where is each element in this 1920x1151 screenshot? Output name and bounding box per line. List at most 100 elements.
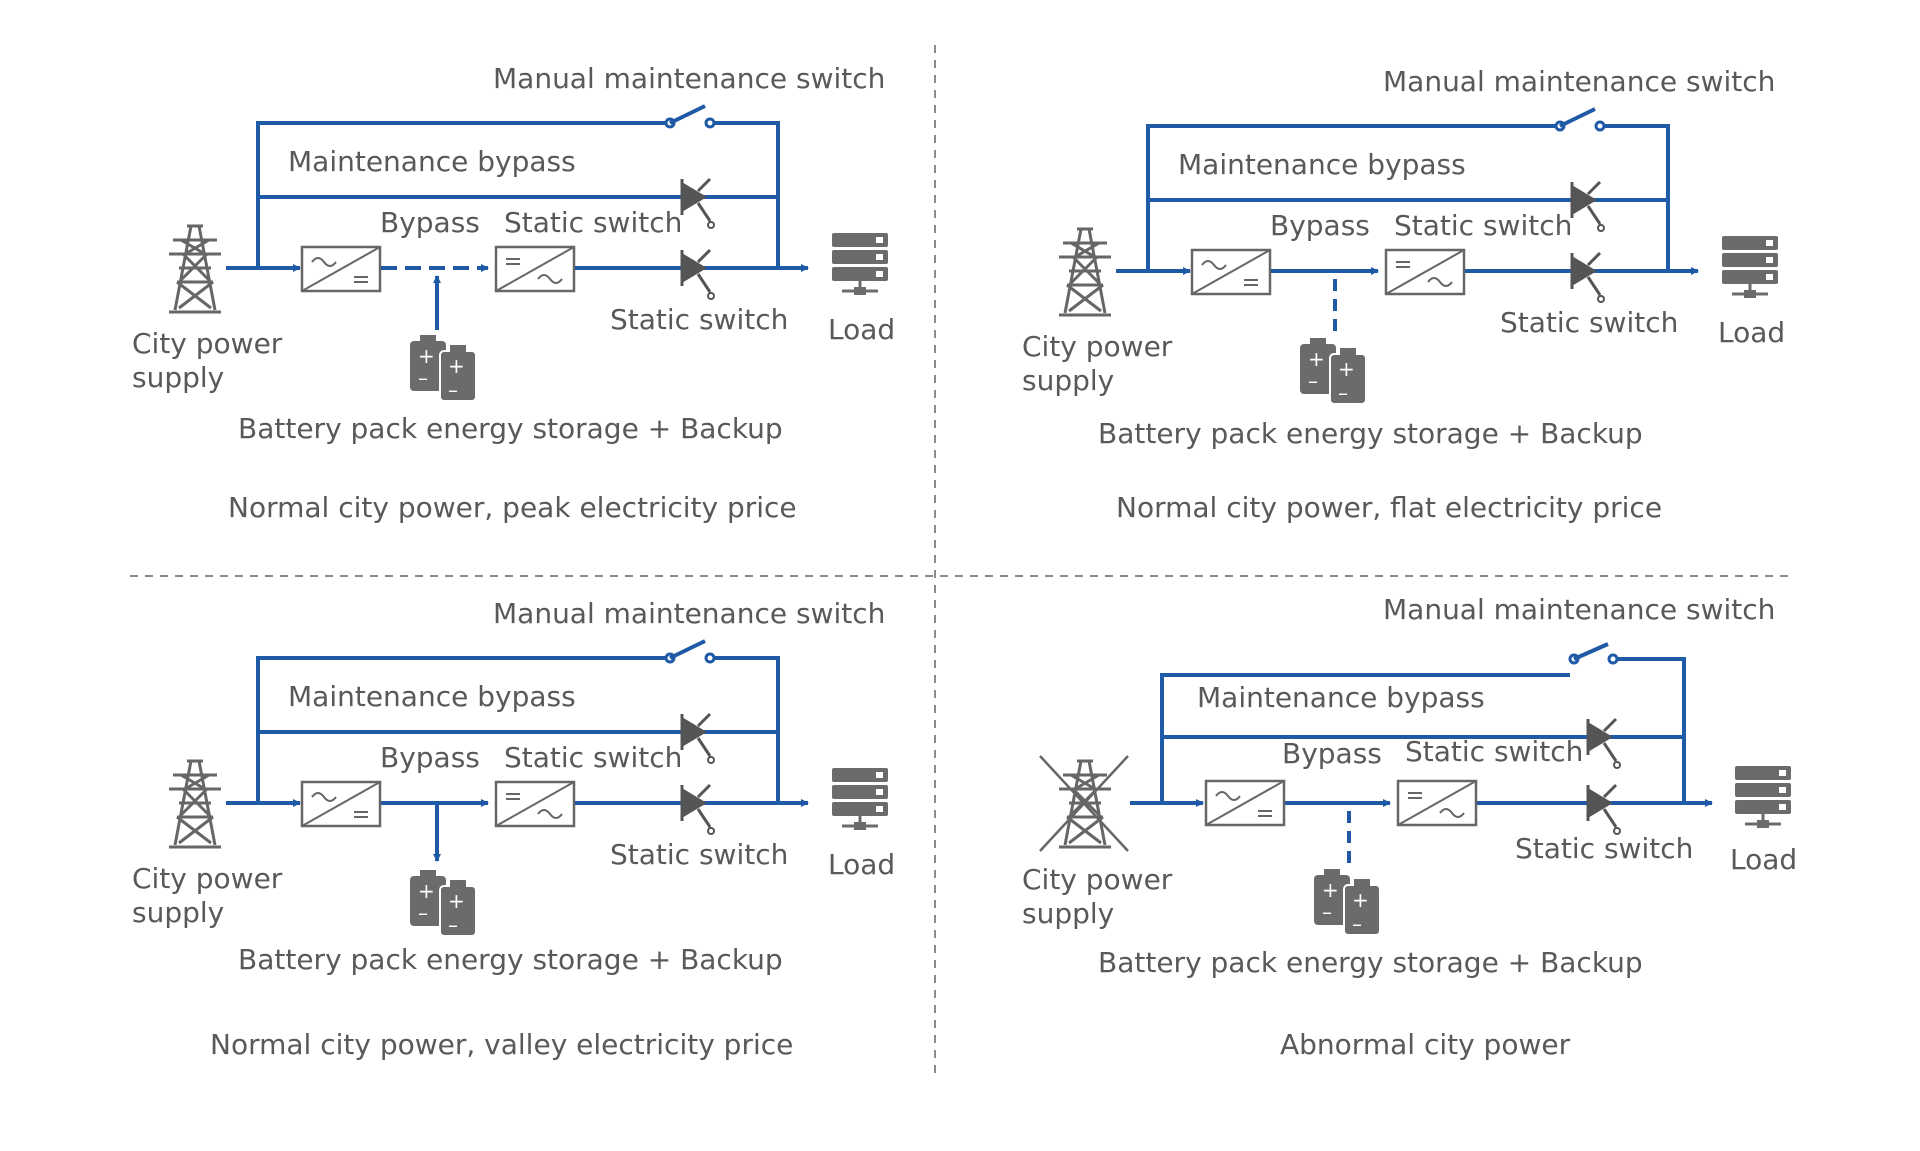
server-rack-icon — [832, 233, 888, 295]
bypass-label: Bypass — [1282, 737, 1382, 770]
pylon-icon — [169, 224, 221, 314]
battery-label: Battery pack energy storage + Backup — [238, 412, 783, 445]
panel-caption: Normal city power, valley electricity pr… — [210, 1028, 793, 1061]
switch-icon — [664, 104, 716, 129]
battery-icon: + + – – — [410, 870, 477, 937]
maintenance-bypass-label: Maintenance bypass — [1197, 681, 1485, 714]
converter-icon — [494, 780, 576, 828]
manual-switch-label: Manual maintenance switch — [493, 597, 885, 630]
manual-bypass-wire — [256, 656, 665, 803]
switch-icon — [1568, 642, 1619, 665]
manual-bypass-return — [1617, 657, 1686, 803]
thyristor-icon — [680, 177, 715, 229]
svg-text:+: + — [1308, 347, 1325, 371]
svg-text:–: – — [1322, 900, 1332, 924]
load-label: Load — [828, 313, 895, 346]
svg-text:+: + — [418, 879, 435, 903]
converter-icon — [494, 245, 576, 293]
converter-icon — [300, 245, 382, 293]
svg-text:–: – — [448, 378, 458, 402]
battery-label: Battery pack energy storage + Backup — [1098, 417, 1643, 450]
battery-icon: + + – – — [410, 335, 477, 402]
manual-bypass-wire — [1146, 124, 1555, 271]
load-label: Load — [828, 848, 895, 881]
svg-text:+: + — [1322, 878, 1339, 902]
source-label-line1: City power — [1022, 330, 1173, 363]
manual-bypass-wire — [256, 121, 665, 268]
battery-icon: + + – – — [1300, 338, 1367, 405]
static-switch-label-bottom: Static switch — [1515, 832, 1693, 865]
server-rack-icon — [832, 768, 888, 830]
manual-bypass-return — [1604, 124, 1670, 271]
bypass-label: Bypass — [380, 206, 480, 239]
converter-icon — [300, 780, 382, 828]
manual-switch-label: Manual maintenance switch — [493, 62, 885, 95]
bypass-label: Bypass — [1270, 209, 1370, 242]
svg-text:–: – — [1338, 381, 1348, 405]
converter-icon — [1204, 779, 1286, 827]
pylon-icon — [1059, 227, 1111, 317]
svg-text:–: – — [418, 366, 428, 390]
source-label-line2: supply — [1022, 364, 1114, 397]
thyristor-icon — [1570, 180, 1605, 232]
panel-abnormal: City power supply — [1022, 593, 1797, 1061]
thyristor-icon — [1570, 251, 1605, 303]
static-switch-label-top: Static switch — [1394, 209, 1572, 242]
panel-flat-price: City power supply — [1022, 65, 1785, 524]
static-switch-label-bottom: Static switch — [1500, 306, 1678, 339]
svg-text:+: + — [448, 889, 465, 913]
static-switch-label-top: Static switch — [1405, 735, 1583, 768]
switch-icon — [1554, 107, 1606, 132]
source-label-line1: City power — [1022, 863, 1173, 896]
maintenance-bypass-label: Maintenance bypass — [288, 680, 576, 713]
source-label-line2: supply — [132, 896, 224, 929]
svg-text:+: + — [448, 354, 465, 378]
converter-icon — [1190, 248, 1272, 296]
panel-caption: Normal city power, flat electricity pric… — [1116, 491, 1662, 524]
source-label-line2: supply — [1022, 897, 1114, 930]
thyristor-icon — [1586, 717, 1621, 769]
converter-icon — [1396, 779, 1478, 827]
static-switch-label-bottom: Static switch — [610, 838, 788, 871]
manual-switch-label: Manual maintenance switch — [1383, 593, 1775, 626]
manual-bypass-return — [714, 121, 780, 268]
thyristor-icon — [680, 712, 715, 764]
server-rack-icon — [1735, 766, 1791, 828]
panel-caption: Abnormal city power — [1280, 1028, 1571, 1061]
converter-icon — [1384, 248, 1466, 296]
static-switch-label-top: Static switch — [504, 206, 682, 239]
server-rack-icon — [1722, 236, 1778, 298]
static-switch-label-top: Static switch — [504, 741, 682, 774]
maintenance-bypass-label: Maintenance bypass — [288, 145, 576, 178]
thyristor-icon — [680, 783, 715, 835]
load-label: Load — [1730, 843, 1797, 876]
source-label-line1: City power — [132, 862, 283, 895]
battery-label: Battery pack energy storage + Backup — [238, 943, 783, 976]
panel-caption: Normal city power, peak electricity pric… — [228, 491, 797, 524]
svg-text:+: + — [418, 344, 435, 368]
source-label-line2: supply — [132, 361, 224, 394]
svg-text:+: + — [1338, 357, 1355, 381]
static-switch-label-bottom: Static switch — [610, 303, 788, 336]
manual-switch-label: Manual maintenance switch — [1383, 65, 1775, 98]
pylon-icon — [169, 759, 221, 849]
manual-bypass-wire — [1160, 673, 1570, 803]
svg-text:–: – — [1352, 912, 1362, 936]
svg-text:–: – — [1308, 369, 1318, 393]
thyristor-icon — [1586, 783, 1621, 835]
battery-icon: + + – – — [1314, 869, 1381, 936]
switch-icon — [664, 639, 716, 664]
svg-text:–: – — [418, 901, 428, 925]
fault-cross-icon — [1039, 755, 1129, 852]
panel-valley-price: City power supply — [132, 597, 895, 1061]
source-label-line1: City power — [132, 327, 283, 360]
svg-text:+: + — [1352, 888, 1369, 912]
panel-peak-price: City power supply — [132, 62, 895, 524]
thyristor-icon — [680, 248, 715, 300]
svg-text:–: – — [448, 913, 458, 937]
battery-label: Battery pack energy storage + Backup — [1098, 946, 1643, 979]
manual-bypass-return — [714, 656, 780, 803]
bypass-label: Bypass — [380, 741, 480, 774]
